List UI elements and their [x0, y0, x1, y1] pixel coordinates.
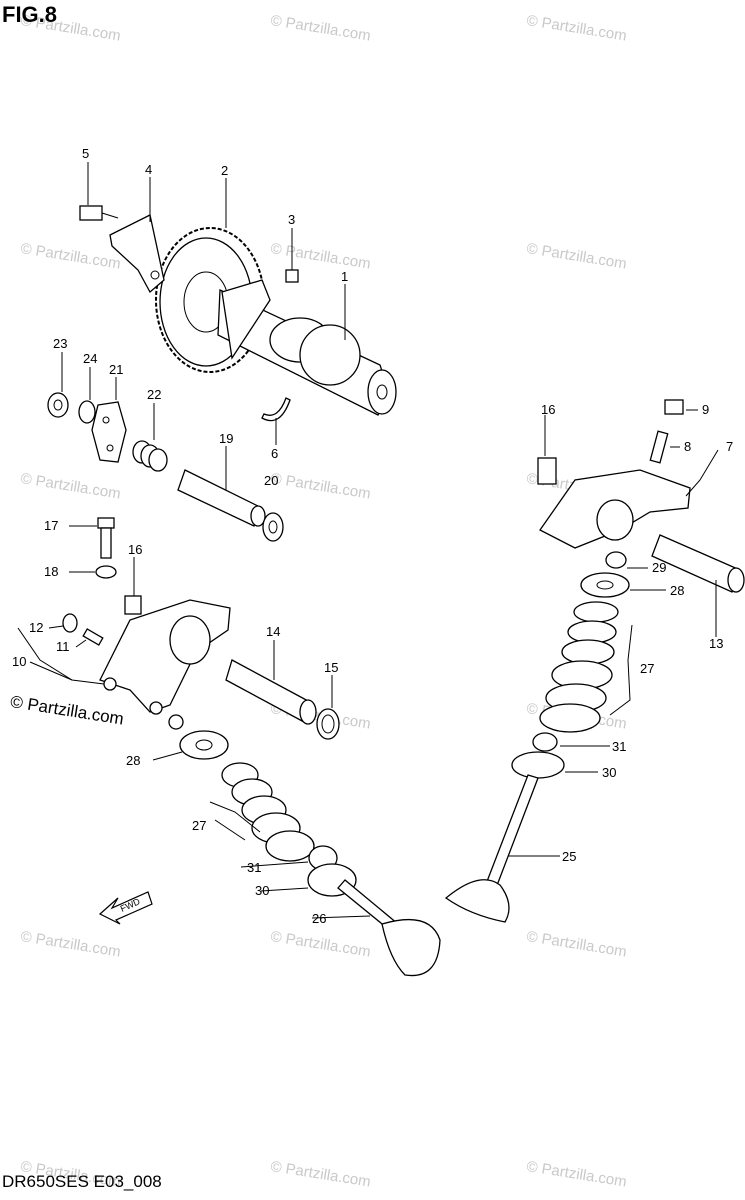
retainer-28-left: [179, 730, 229, 760]
callout-10: 10: [12, 654, 26, 669]
shim-16-right: [537, 457, 557, 485]
callout-27-right: 27: [640, 661, 654, 676]
camshaft: [217, 279, 397, 416]
callout-21: 21: [109, 362, 123, 377]
callout-labels: 5 4 2 3 1 6 20 23 24 21 22 19 17 18 16 1…: [12, 146, 733, 926]
callout-19: 19: [219, 431, 233, 446]
pin: [285, 269, 299, 283]
seat-30-right: [511, 751, 565, 779]
washer-18: [95, 565, 117, 579]
shim-16-left: [124, 595, 142, 615]
lock-plate: [109, 214, 165, 294]
decomp-cam-plate: [91, 401, 127, 463]
valve-springs-right: [539, 601, 619, 733]
valve-25: [444, 774, 539, 923]
callout-27-left: 27: [192, 818, 206, 833]
decomp-washer: [78, 400, 96, 424]
callout-3: 3: [288, 212, 295, 227]
callout-23: 23: [53, 336, 67, 351]
cotter-29-right: [605, 551, 627, 569]
callout-24: 24: [83, 351, 97, 366]
adjuster-11: [82, 628, 104, 646]
fwd-arrow-icon: [98, 891, 153, 925]
rocker-bolt: [97, 517, 115, 559]
decomp-shaft: [177, 469, 266, 527]
callout-16-left: 16: [128, 542, 142, 557]
decomp-spring: [132, 440, 168, 472]
circlip: [261, 397, 291, 422]
diagram-code: DR650SES E03_008: [2, 1172, 162, 1191]
washer-20: [262, 512, 284, 542]
callout-30-right: 30: [602, 765, 616, 780]
callout-18: 18: [44, 564, 58, 579]
o-ring-15: [316, 708, 340, 740]
rocker-arm-left: [99, 599, 231, 715]
callout-28-right: 28: [670, 583, 684, 598]
callout-14: 14: [266, 624, 280, 639]
callout-16-right: 16: [541, 402, 555, 417]
callout-12: 12: [29, 620, 43, 635]
callout-2: 2: [221, 163, 228, 178]
callout-28-left: 28: [126, 753, 140, 768]
valve-springs-left: [221, 762, 315, 862]
adjuster-8: [649, 430, 669, 464]
leader-lines: [17, 162, 719, 919]
seal-31-right: [532, 732, 558, 752]
rocker-shaft-right: [651, 534, 745, 593]
nut-12: [62, 613, 78, 633]
cotter-29-left: [168, 714, 184, 730]
decomp-nut: [47, 392, 69, 418]
valve-26: [337, 879, 441, 977]
callout-22: 22: [147, 387, 161, 402]
callout-4: 4: [145, 162, 152, 177]
sprocket-bolt: [79, 205, 119, 221]
retainer-28-right: [580, 572, 630, 598]
callout-9: 9: [702, 402, 709, 417]
rocker-shaft-left: [225, 659, 317, 725]
callout-29: 29: [652, 560, 666, 575]
callout-31-left: 31: [247, 860, 261, 875]
callout-26: 26: [312, 911, 326, 926]
rocker-arm-right: [539, 469, 691, 549]
callout-15: 15: [324, 660, 338, 675]
callout-17: 17: [44, 518, 58, 533]
callout-8: 8: [684, 439, 691, 454]
callout-13: 13: [709, 636, 723, 651]
callout-20: 20: [264, 473, 278, 488]
callout-31-right: 31: [612, 739, 626, 754]
callout-6: 6: [271, 446, 278, 461]
callout-5: 5: [82, 146, 89, 161]
callout-25: 25: [562, 849, 576, 864]
callout-30-left: 30: [255, 883, 269, 898]
callout-7: 7: [726, 439, 733, 454]
callout-11: 11: [56, 639, 70, 654]
figure-title: FIG.8: [2, 2, 58, 27]
callout-1: 1: [341, 269, 348, 284]
nut-9: [664, 399, 684, 415]
